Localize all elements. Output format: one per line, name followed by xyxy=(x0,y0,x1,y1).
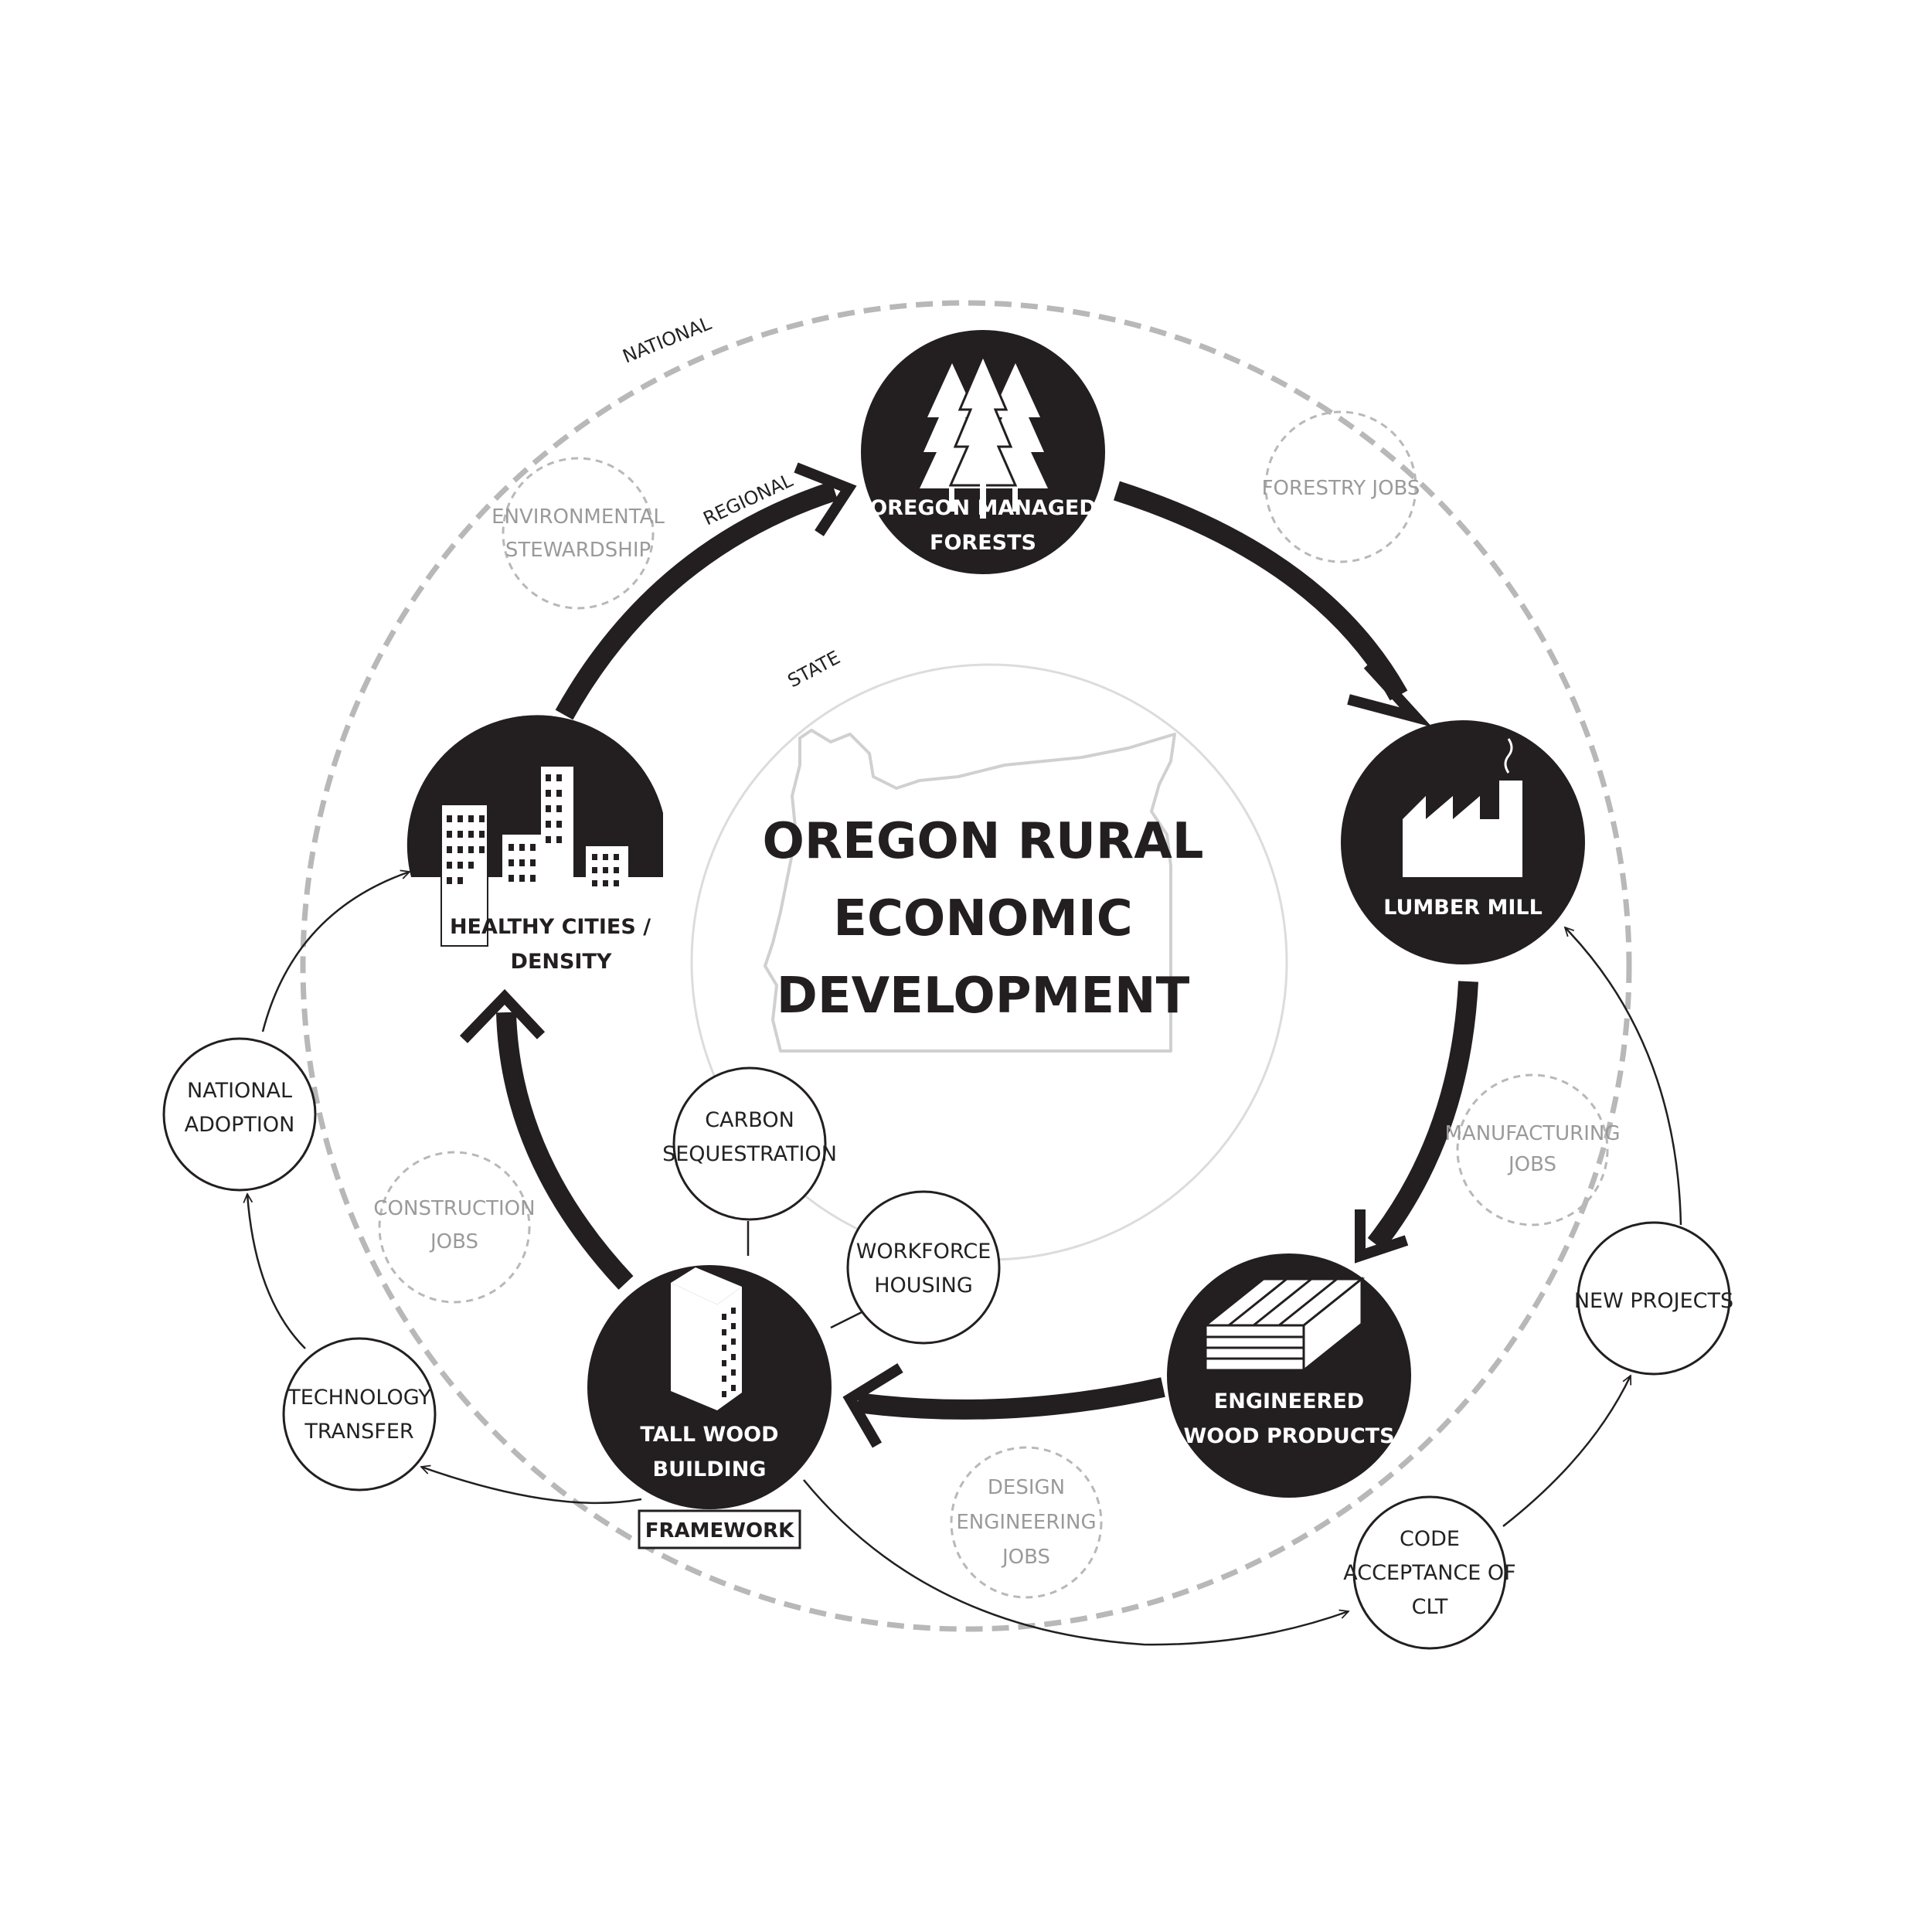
forestry-jobs-bubble xyxy=(1264,410,1417,563)
technology-label-1: TECHNOLOGY xyxy=(287,1386,431,1410)
workforce-label-2: HOUSING xyxy=(874,1274,973,1298)
design-jobs-label-1: DESIGN xyxy=(988,1476,1065,1499)
arrowhead-tall-to-cities xyxy=(459,988,546,1043)
cities-label-2: DENSITY xyxy=(511,950,612,974)
arrowhead-mill-to-ewp xyxy=(1355,1209,1409,1264)
tall-wood-label-1: TALL WOOD xyxy=(640,1423,778,1447)
thin-arrows xyxy=(247,872,1682,1646)
national-adoption-label-2: ADOPTION xyxy=(185,1113,295,1137)
construction-jobs-label-2: JOBS xyxy=(429,1230,478,1253)
technology-transfer-node xyxy=(282,1337,437,1492)
city-buildings-icon xyxy=(440,767,628,947)
arrow-mill-to-ewp xyxy=(1367,981,1478,1251)
manufacturing-jobs-label-1: MANUFACTURING xyxy=(1445,1122,1621,1145)
environmental-bubble xyxy=(502,457,655,610)
manufacturing-jobs-label-2: JOBS xyxy=(1507,1153,1556,1176)
carbon-label-2: SEQUESTRATION xyxy=(662,1142,837,1166)
cities-label-1: HEALTHY CITIES / xyxy=(450,915,651,939)
workforce-label-1: WORKFORCE xyxy=(856,1240,992,1264)
node-lumber-mill: LUMBER MILL xyxy=(1341,720,1585,964)
arrow-newprojects-to-mill xyxy=(1565,927,1682,1226)
arrow-tall-to-cities xyxy=(496,1012,634,1290)
arrow-forests-to-mill xyxy=(1114,481,1408,701)
cycle-arrows xyxy=(459,462,1478,1448)
node-healthy-cities: HEALTHY CITIES / DENSITY xyxy=(406,715,663,974)
arrow-technology-to-national xyxy=(247,1194,306,1349)
code-label-2: ACCEPTANCE OF xyxy=(1343,1561,1515,1585)
environmental-label-1: ENVIRONMENTAL xyxy=(492,505,665,529)
national-adoption-node xyxy=(162,1037,317,1192)
node-tall-wood-building: TALL WOOD BUILDING xyxy=(587,1265,832,1509)
node-engineered-wood-products: ENGINEERED WOOD PRODUCTS xyxy=(1167,1253,1411,1498)
lumber-mill-label: LUMBER MILL xyxy=(1383,896,1543,920)
carbon-label-1: CARBON xyxy=(705,1108,794,1132)
code-acceptance-node xyxy=(1352,1495,1507,1650)
arrow-code-to-newprojects xyxy=(1502,1376,1632,1527)
workforce-node xyxy=(846,1190,1001,1345)
national-ring xyxy=(300,300,1632,1632)
forestry-jobs-label: FORESTRY JOBS xyxy=(1262,477,1420,500)
construction-jobs-bubble xyxy=(378,1151,531,1304)
forests-label-1: OREGON MANAGED xyxy=(869,496,1097,520)
title-line-3: DEVELOPMENT xyxy=(777,968,1190,1025)
arrow-cities-to-forests xyxy=(555,481,838,720)
arrow-national-to-cities xyxy=(261,872,410,1032)
framework-label: FRAMEWORK xyxy=(645,1519,794,1543)
oregon-outline-icon xyxy=(764,729,1176,1053)
framework-tag: FRAMEWORK xyxy=(638,1509,801,1549)
job-bubbles xyxy=(378,410,1609,1599)
title-line-1: OREGON RURAL xyxy=(762,813,1203,870)
node-oregon-managed-forests: OREGON MANAGED FORESTS xyxy=(861,330,1105,574)
design-jobs-label-3: JOBS xyxy=(1001,1546,1050,1569)
arrowhead-forests-to-mill xyxy=(1347,661,1433,727)
arrow-tall-to-code xyxy=(803,1479,1349,1646)
ewp-label-2: WOOD PRODUCTS xyxy=(1183,1424,1394,1448)
new-projects-label: NEW PROJECTS xyxy=(1574,1289,1733,1313)
outer-nodes xyxy=(162,1037,1731,1650)
trees-icon xyxy=(920,352,1048,519)
new-projects-node xyxy=(1577,1221,1731,1376)
state-ring-label: STATE xyxy=(784,647,844,692)
construction-jobs-label-1: CONSTRUCTION xyxy=(373,1197,535,1220)
design-jobs-bubble xyxy=(950,1446,1103,1599)
design-jobs-label-2: ENGINEERING xyxy=(956,1511,1096,1534)
code-label-1: CODE xyxy=(1400,1527,1460,1551)
clt-panels-icon xyxy=(1202,1276,1366,1373)
tall-wood-label-2: BUILDING xyxy=(653,1458,767,1481)
ewp-label-1: ENGINEERED xyxy=(1214,1389,1364,1413)
arrowhead-ewp-to-tall xyxy=(842,1363,903,1448)
factory-icon xyxy=(1403,738,1522,877)
forests-label-2: FORESTS xyxy=(930,531,1036,555)
title-line-2: ECONOMIC xyxy=(833,890,1133,947)
technology-label-2: TRANSFER xyxy=(304,1420,413,1444)
manufacturing-jobs-bubble xyxy=(1456,1073,1609,1226)
arrow-ewp-to-tall xyxy=(856,1377,1165,1420)
environmental-label-2: STEWARDSHIP xyxy=(505,539,651,562)
arrow-tall-to-technology xyxy=(421,1467,642,1505)
national-adoption-label-1: NATIONAL xyxy=(187,1079,292,1103)
code-label-3: CLT xyxy=(1412,1595,1448,1619)
tower-icon xyxy=(671,1267,742,1410)
page-title: OREGON RURAL ECONOMIC DEVELOPMENT xyxy=(762,813,1203,1025)
arrowhead-cities-to-forests xyxy=(794,462,857,536)
carbon-node xyxy=(672,1066,827,1221)
